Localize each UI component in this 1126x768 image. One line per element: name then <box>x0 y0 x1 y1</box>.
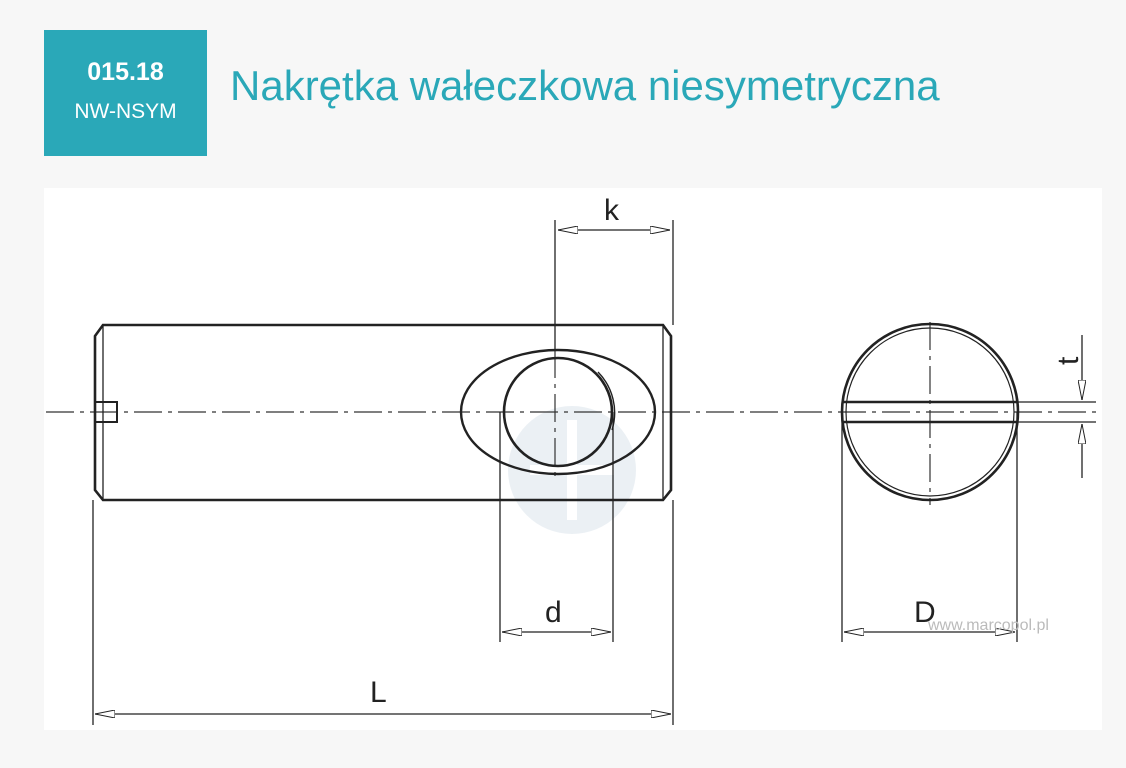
dimension-lines <box>92 220 1096 725</box>
dimension-label-k: k <box>604 194 620 227</box>
product-subcode: NW-NSYM <box>74 100 177 123</box>
dimension-label-D: D <box>914 596 936 629</box>
product-code: 015.18 <box>87 58 164 86</box>
product-code-badge: 015.18 NW-NSYM <box>44 30 207 156</box>
technical-drawing-panel <box>44 188 1102 730</box>
centerlines <box>46 322 1100 505</box>
dimension-label-t: t <box>1052 356 1085 365</box>
dimension-label-d: d <box>545 596 562 629</box>
cylinder-side-view <box>93 323 673 502</box>
watermark-text: www.marcopol.pl <box>927 617 1049 634</box>
dimension-label-L: L <box>370 676 387 709</box>
page-title: Nakrętka wałeczkowa niesymetryczna <box>230 62 940 109</box>
